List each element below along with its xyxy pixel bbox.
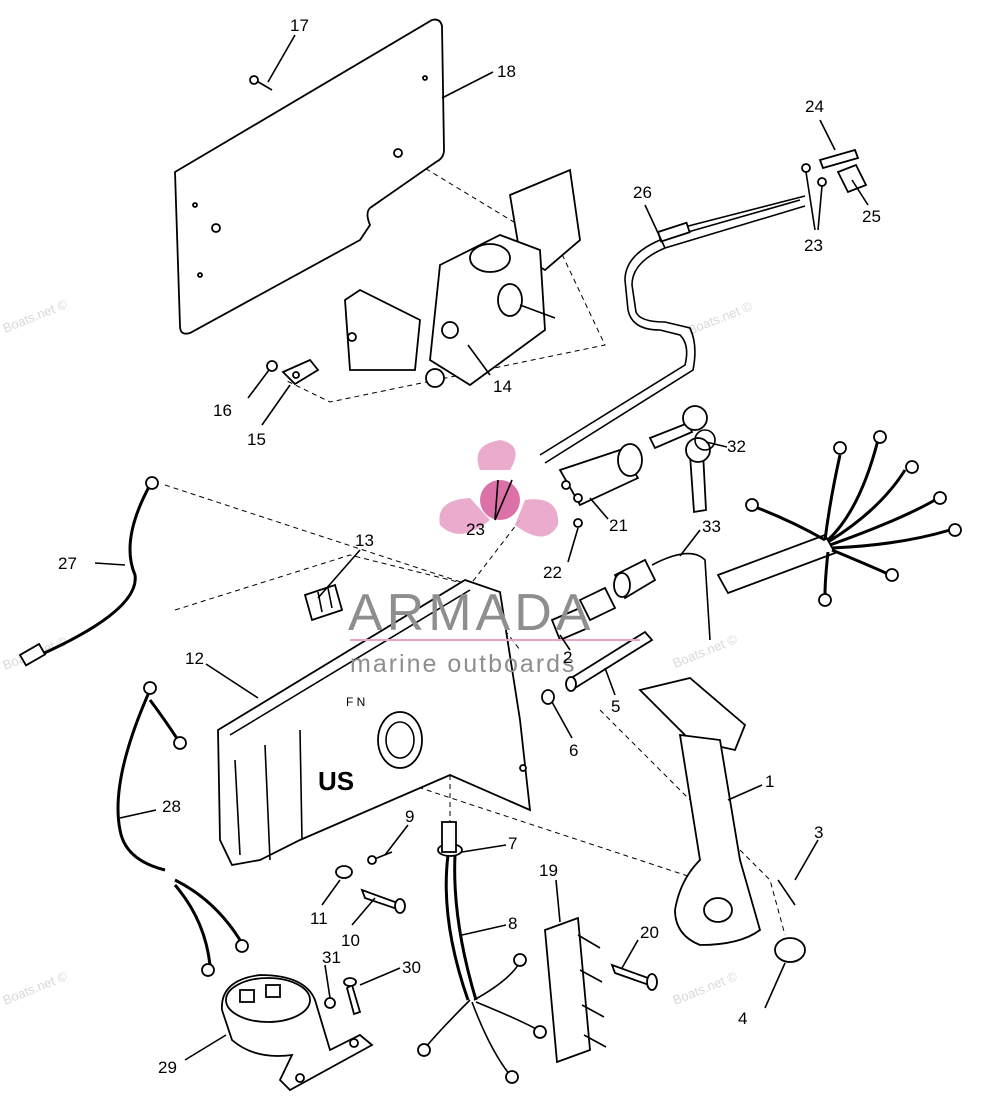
callout-26: 26 — [633, 183, 652, 202]
callout-28: 28 — [162, 797, 181, 816]
callout-29: 29 — [158, 1058, 177, 1077]
shift-letters: F N — [346, 695, 365, 709]
callout-23-top: 23 — [804, 236, 823, 255]
callout-10: 10 — [341, 931, 360, 950]
callout-3: 3 — [814, 823, 823, 842]
watermark: Boats.net © — [671, 968, 740, 1008]
callout-24: 24 — [805, 97, 824, 116]
callout-4: 4 — [738, 1009, 747, 1028]
watermark: Boats.net © — [1, 296, 70, 336]
harness-8 — [417, 854, 547, 1084]
callout-31: 31 — [322, 948, 341, 967]
switch-2 — [550, 586, 617, 642]
screw-20 — [610, 963, 658, 991]
screw-10 — [360, 888, 406, 914]
watermark: Boats.net © — [1, 968, 70, 1008]
brand-name: ARMADA — [348, 584, 594, 642]
control-mechanism — [344, 168, 581, 388]
callout-2: 2 — [563, 648, 572, 667]
bracket-15 — [281, 358, 320, 386]
callout-30: 30 — [402, 958, 421, 977]
callout-13: 13 — [355, 531, 374, 550]
lead-wire-27 — [18, 476, 159, 667]
screw-9 — [367, 851, 393, 865]
callout-22: 22 — [543, 563, 562, 582]
callout-5: 5 — [611, 697, 620, 716]
nut-16 — [266, 360, 278, 372]
screw-22 — [573, 518, 583, 528]
brand-tagline: marine outboards — [350, 650, 577, 678]
grommet-7 — [437, 821, 463, 857]
clip-13 — [303, 583, 344, 622]
brand-logo: ARMADA marine outboards — [348, 440, 640, 678]
pin-3 — [777, 879, 796, 906]
washer-23 — [801, 163, 811, 173]
cap-25 — [836, 163, 868, 194]
callout-23-mid: 23 — [466, 520, 485, 539]
washer-11 — [335, 865, 353, 879]
cover-badge: US — [318, 766, 354, 796]
callout-18: 18 — [497, 62, 516, 81]
wire-lead-28 — [116, 681, 249, 977]
wire-harness — [716, 430, 962, 607]
callout-14: 14 — [493, 377, 512, 396]
terminal-block-19 — [544, 916, 607, 1064]
callout-7: 7 — [508, 834, 517, 853]
callout-32: 32 — [727, 437, 746, 456]
knob-4 — [774, 937, 806, 963]
callout-19: 19 — [539, 861, 558, 880]
callout-15: 15 — [247, 430, 266, 449]
screw-30 — [343, 977, 362, 1016]
watermark: Boats.net © — [671, 631, 740, 671]
pin-24 — [818, 148, 860, 170]
control-cables — [539, 195, 806, 464]
washer-23 — [817, 177, 827, 187]
callout-25: 25 — [862, 207, 881, 226]
control-box-cover — [217, 579, 532, 867]
control-lever — [638, 677, 762, 946]
mounting-plate — [174, 18, 445, 335]
callout-12: 12 — [185, 649, 204, 668]
callout-20: 20 — [640, 923, 659, 942]
sleeve-5 — [565, 630, 654, 692]
callout-11: 11 — [310, 909, 328, 928]
callout-8: 8 — [508, 914, 517, 933]
keys — [648, 405, 716, 514]
callout-33: 33 — [702, 517, 721, 536]
callout-16: 16 — [213, 401, 232, 420]
callout-27: 27 — [58, 554, 77, 573]
callout-17: 17 — [290, 16, 309, 35]
callout-9: 9 — [405, 807, 414, 826]
callout-21: 21 — [609, 516, 628, 535]
alignment-lines — [164, 149, 786, 936]
propeller-icon — [439, 440, 559, 537]
ring-6 — [541, 689, 555, 705]
watermark: Boats.net © — [686, 298, 755, 338]
nut-31 — [324, 997, 336, 1009]
horn-29 — [221, 974, 374, 1092]
ignition-switch — [558, 443, 643, 507]
lamp — [613, 552, 711, 641]
leader-lines — [94, 34, 869, 1061]
screw-17 — [249, 75, 273, 91]
callout-1: 1 — [765, 772, 774, 791]
callout-6: 6 — [569, 741, 578, 760]
callout-labels: 17 18 24 26 25 23 14 16 15 32 23 21 33 1… — [58, 16, 881, 1077]
